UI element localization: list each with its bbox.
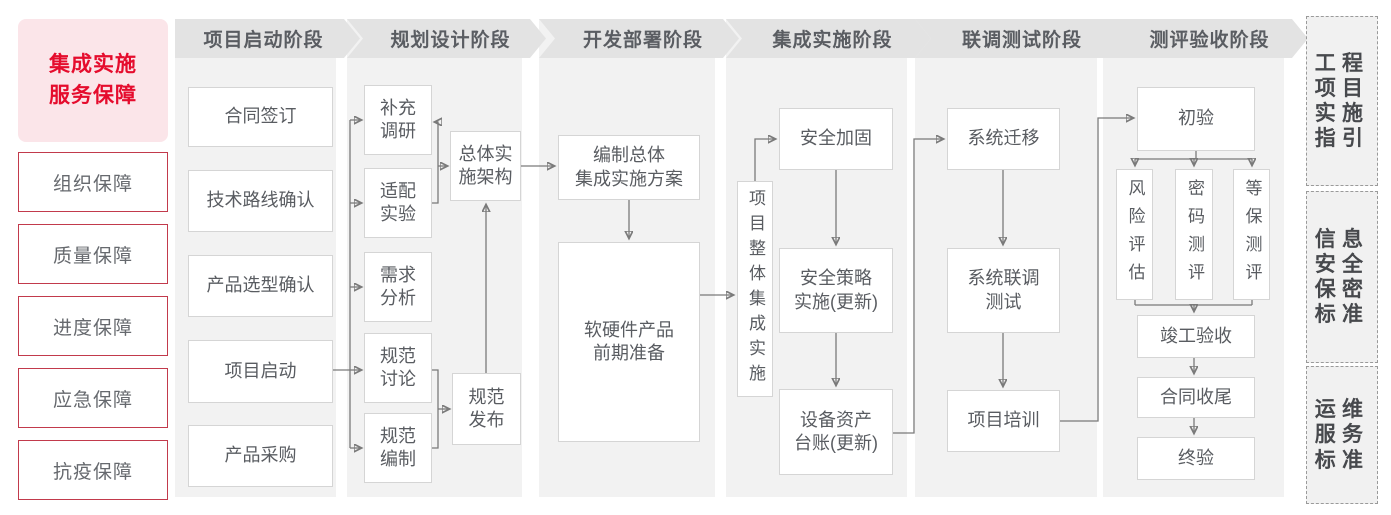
flow-box-project-training: 项目培训 xyxy=(947,390,1060,452)
flow-box-overall-implementation-architecture: 总体实 施架构 xyxy=(450,131,521,201)
flow-box-final-acceptance: 终验 xyxy=(1137,437,1255,480)
flow-box-crypto-evaluation: 密码测评 xyxy=(1175,169,1213,300)
phase-header-project-kickoff: 项目启动阶段 xyxy=(175,19,360,58)
phase-header-planning-design: 规划设计阶段 xyxy=(347,19,546,58)
flow-box-security-hardening: 安全加固 xyxy=(779,108,893,170)
flow-box-spec-discussion: 规范 讨论 xyxy=(364,333,432,403)
phase-header-joint-test: 联调测试阶段 xyxy=(915,19,1121,58)
phase-header-label: 规划设计阶段 xyxy=(390,30,511,51)
sidebar-item-schedule: 进度保障 xyxy=(18,296,168,356)
flow-box-product-selection-confirm: 产品选型确认 xyxy=(188,255,333,317)
sidebar-item-organization: 组织保障 xyxy=(18,152,168,212)
phase-header-label: 项目启动阶段 xyxy=(203,30,324,51)
flow-box-overall-integration-plan: 编制总体 集成实施方案 xyxy=(558,135,700,200)
sidebar-title-card: 集成实施 服务保障 xyxy=(18,19,168,142)
phase-header-label: 测评验收阶段 xyxy=(1149,30,1270,51)
phase-header-evaluation-acceptance: 测评验收阶段 xyxy=(1103,19,1308,58)
flow-box-product-procurement: 产品采购 xyxy=(188,425,333,487)
flow-box-spec-drafting: 规范 编制 xyxy=(364,413,432,483)
sidebar-item-epidemic: 抗疫保障 xyxy=(18,440,168,500)
flow-box-system-migration: 系统迁移 xyxy=(947,108,1060,170)
flow-box-overall-integration-implementation: 项目整体集成实施 xyxy=(737,181,773,397)
phase-header-label: 开发部署阶段 xyxy=(582,30,703,51)
flow-box-contract-signing: 合同签订 xyxy=(188,87,333,147)
flow-box-hw-sw-preparation: 软硬件产品 前期准备 xyxy=(558,242,700,442)
sidebar-title: 集成实施 服务保障 xyxy=(49,53,137,107)
flow-box-security-policy-implementation: 安全策略 实施(更新) xyxy=(779,248,893,333)
phase-header-label: 集成实施阶段 xyxy=(772,30,893,51)
flow-box-classified-protection-evaluation: 等保测评 xyxy=(1233,169,1270,300)
phase-header-label: 联调测试阶段 xyxy=(961,30,1082,51)
flow-box-requirement-analysis: 需求 分析 xyxy=(364,252,432,322)
standard-card-infosec-confidentiality: 信息 安全 保密 标准 xyxy=(1306,191,1378,363)
flow-box-equipment-asset-ledger: 设备资产 台账(更新) xyxy=(779,389,893,475)
phase-header-integration: 集成实施阶段 xyxy=(726,19,931,58)
standard-card-ops-service: 运维 服务 标准 xyxy=(1306,366,1378,504)
phase-header-dev-deploy: 开发部署阶段 xyxy=(539,19,739,58)
flow-box-project-kickoff: 项目启动 xyxy=(188,340,333,403)
flow-box-initial-acceptance: 初验 xyxy=(1137,87,1255,151)
standard-card-engineering-guideline: 工程 项目 实施 指引 xyxy=(1306,16,1378,186)
flow-box-completion-acceptance: 竣工验收 xyxy=(1137,315,1255,358)
sidebar-item-quality: 质量保障 xyxy=(18,224,168,284)
flow-box-system-joint-testing: 系统联调 测试 xyxy=(947,248,1060,333)
flow-box-tech-route-confirm: 技术路线确认 xyxy=(188,170,333,232)
flow-box-risk-assessment: 风险评估 xyxy=(1116,169,1153,300)
flow-box-contract-closure: 合同收尾 xyxy=(1137,377,1255,418)
flow-box-spec-release: 规范 发布 xyxy=(452,373,521,445)
flow-box-supplementary-research: 补充 调研 xyxy=(364,85,432,155)
flow-box-adaptation-experiment: 适配 实验 xyxy=(364,168,432,238)
sidebar-item-emergency: 应急保障 xyxy=(18,368,168,428)
